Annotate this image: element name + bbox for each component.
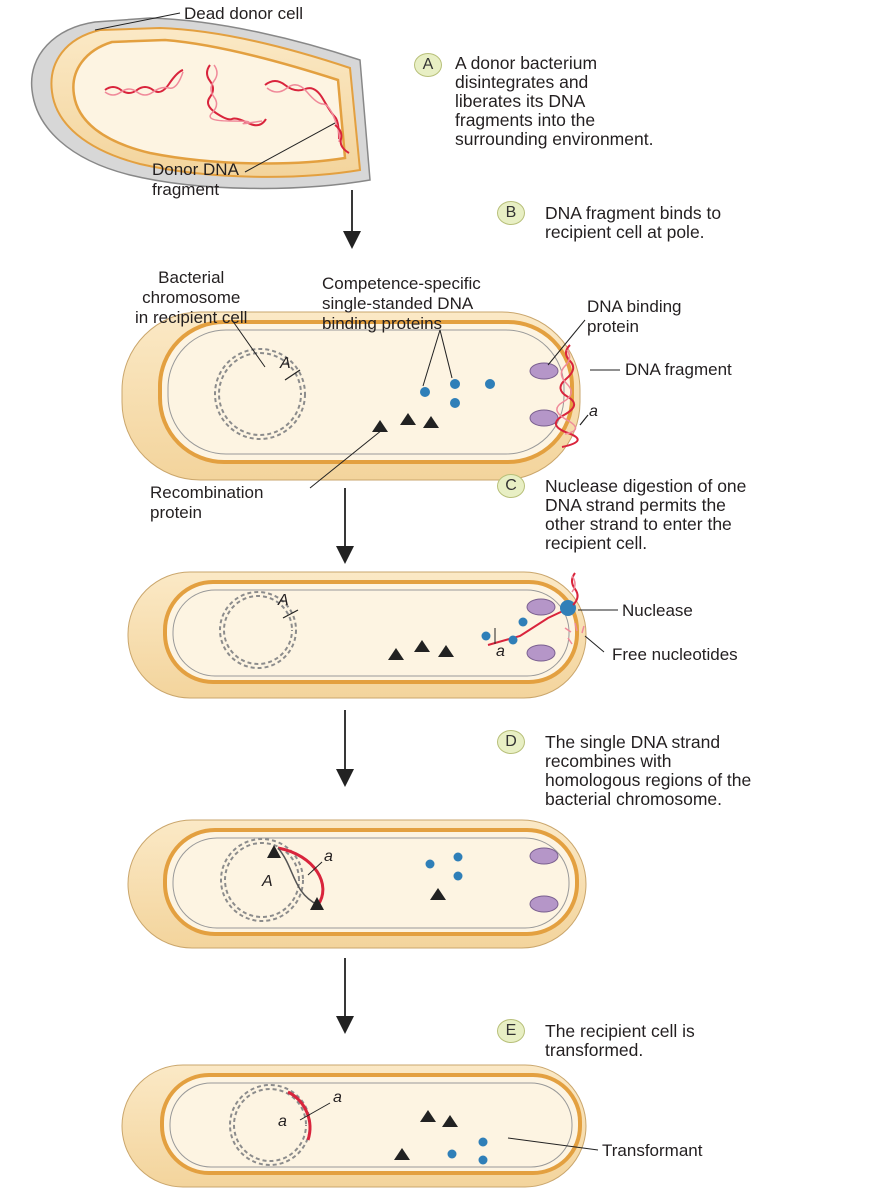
step-d-badge: D — [497, 730, 525, 754]
dna-fragment-label: DNA fragment — [625, 360, 732, 380]
allele-a-cell-c: a — [496, 643, 505, 661]
bacterial-chromosome-label: Bacterial chromosome in recipient cell — [135, 268, 247, 328]
recipient-cell-d — [128, 820, 586, 948]
step-a-badge: A — [414, 53, 442, 77]
dna-binding-protein-label: DNA binding protein — [587, 297, 682, 337]
step-e-badge: E — [497, 1019, 525, 1043]
allele-a-cell-b: a — [589, 403, 598, 421]
allele-a-cell-e-outer: a — [333, 1089, 342, 1107]
competence-proteins-label: Competence-specific single-standed DNA b… — [322, 274, 481, 334]
allele-A-cell-d: A — [262, 873, 273, 891]
allele-a-cell-d: a — [324, 848, 333, 866]
step-d-text: The single DNA strand recombines with ho… — [545, 733, 751, 809]
step-b-text: DNA fragment binds to recipient cell at … — [545, 204, 721, 242]
transformant-cell — [122, 1065, 586, 1187]
recombination-protein-label: Recombination protein — [150, 483, 263, 523]
recipient-cell-b — [122, 312, 588, 480]
allele-a-cell-e-inner: a — [278, 1113, 287, 1131]
allele-A-cell-b: A — [280, 355, 291, 373]
step-a-text: A donor bacterium disintegrates and libe… — [455, 54, 653, 149]
dead-donor-cell-label: Dead donor cell — [184, 4, 303, 24]
free-nucleotides-label: Free nucleotides — [612, 645, 738, 665]
step-e-text: The recipient cell is transformed. — [545, 1022, 695, 1060]
transformant-label: Transformant — [602, 1141, 702, 1161]
recipient-cell-c — [128, 572, 586, 698]
leader-free-nucleotides — [585, 636, 604, 652]
nuclease-label: Nuclease — [622, 601, 693, 621]
allele-A-cell-c: A — [278, 592, 289, 610]
step-b-badge: B — [497, 201, 525, 225]
step-c-badge: C — [497, 474, 525, 498]
donor-dna-fragment-label: Donor DNA fragment — [152, 160, 239, 200]
step-c-text: Nuclease digestion of one DNA strand per… — [545, 477, 746, 553]
